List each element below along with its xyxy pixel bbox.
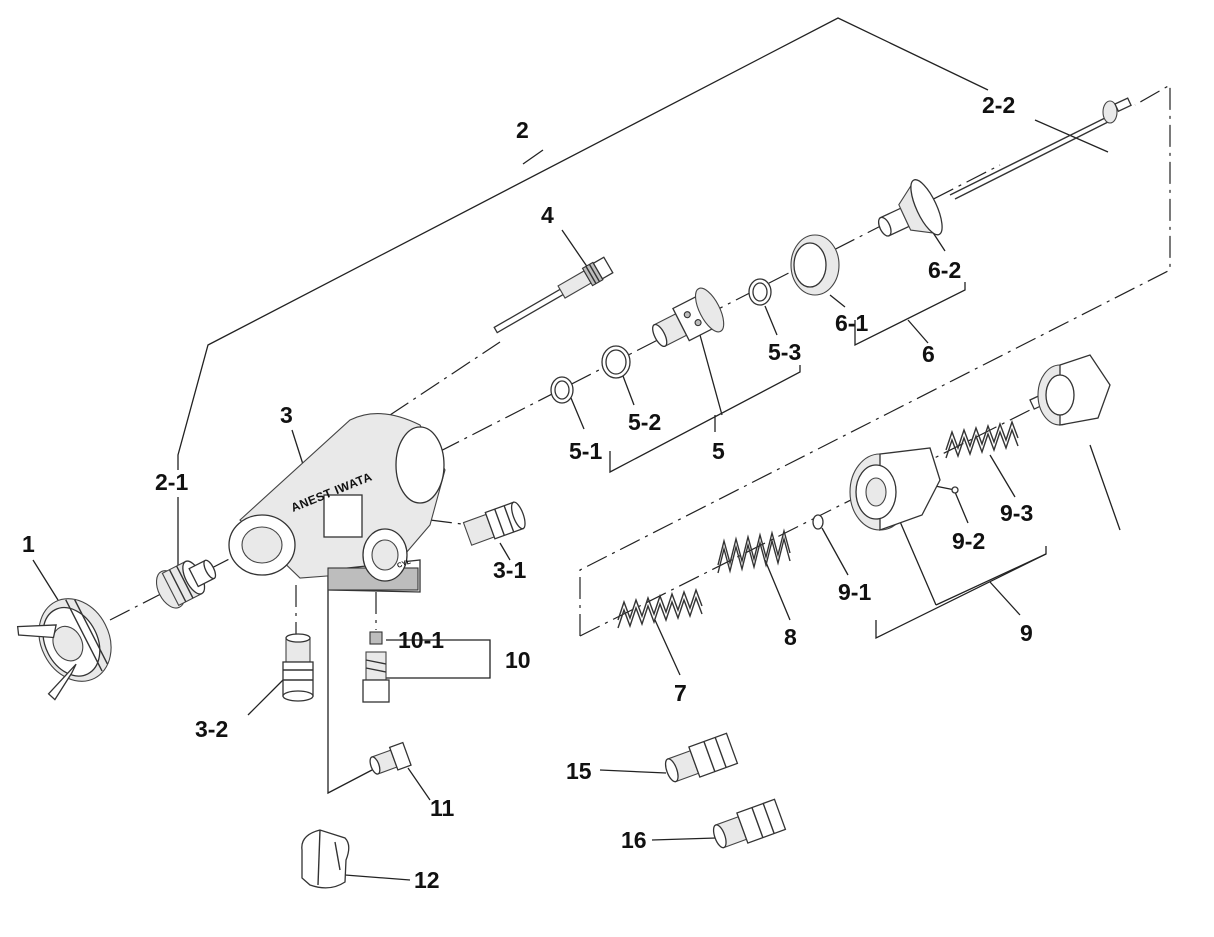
- axis-rear-frame: [579, 83, 1171, 636]
- leader-5-3: [764, 305, 778, 336]
- leader-5-c: [699, 334, 723, 416]
- part-9-2-ball: [951, 486, 959, 494]
- leader-9-3: [989, 454, 1016, 498]
- label-6: 6: [922, 341, 935, 367]
- part-9-3-spring: [945, 419, 1019, 459]
- part-9-body: [849, 447, 941, 531]
- leader-11: [407, 767, 431, 801]
- part-11-plug: [369, 741, 412, 775]
- leader-4: [561, 229, 589, 269]
- leader-9-a: [894, 509, 937, 606]
- part-5-2-oring: [601, 345, 631, 379]
- axis-needle: [389, 341, 501, 416]
- part-6-2-seat: [877, 179, 943, 237]
- label-5: 5: [712, 438, 725, 464]
- leader-5-1: [570, 397, 585, 430]
- label-3-1: 3-1: [493, 557, 526, 583]
- label-6-2: 6-2: [928, 257, 961, 283]
- leader-9: [989, 581, 1021, 616]
- guide-11: [327, 568, 373, 795]
- leader-9-2: [954, 491, 969, 524]
- bracket-group-6: [854, 282, 966, 347]
- bracket-group-10: [386, 639, 491, 679]
- leader-3-1: [499, 542, 511, 561]
- label-6-1: 6-1: [835, 310, 868, 336]
- label-9-1: 9-1: [838, 579, 871, 605]
- part-8-spring: [717, 528, 791, 574]
- axis-3-1: [429, 519, 471, 526]
- leader-9-b: [1089, 444, 1121, 531]
- label-1: 1: [22, 531, 35, 557]
- bracket-group-5: [609, 365, 801, 474]
- label-3-2: 3-2: [195, 716, 228, 742]
- leader-3-2: [247, 677, 286, 716]
- bracket-group-2: [177, 17, 989, 470]
- bracket-group-9: [875, 546, 1047, 640]
- label-9: 9: [1020, 620, 1033, 646]
- part-9-1-clip: [812, 514, 824, 530]
- label-4: 4: [541, 202, 554, 228]
- part-7-spring: [617, 587, 703, 629]
- part-6-1-ring: [790, 234, 840, 296]
- part-15-adapter: [664, 732, 739, 783]
- leader-9-1: [821, 527, 849, 576]
- label-10-1: 10-1: [398, 627, 444, 653]
- part-5-valve: [652, 287, 725, 348]
- leader-2: [522, 149, 544, 165]
- part-3-gun-body: ANEST IWATA CYL: [228, 413, 446, 593]
- label-5-3: 5-3: [768, 339, 801, 365]
- label-16: 16: [621, 827, 647, 853]
- leader-15: [599, 769, 667, 774]
- label-10: 10: [505, 647, 531, 673]
- leader-8: [764, 559, 791, 621]
- part-2-1-nozzle: [155, 559, 217, 609]
- part-9-knob: [1029, 354, 1111, 426]
- leader-7: [654, 619, 681, 676]
- part-3-2-fitting: [282, 633, 314, 702]
- leader-16: [651, 837, 717, 841]
- leader-12: [344, 874, 411, 881]
- leader-lines: [32, 17, 1121, 881]
- label-12: 12: [414, 867, 440, 893]
- leader-5-2: [622, 375, 635, 406]
- label-5-1: 5-1: [569, 438, 602, 464]
- label-7: 7: [674, 680, 687, 706]
- part-5-3-oring: [748, 278, 772, 306]
- label-8: 8: [784, 624, 797, 650]
- part-1-air-cap: [16, 598, 112, 701]
- label-9-2: 9-2: [952, 528, 985, 554]
- part-16-adapter: [712, 798, 787, 849]
- leader-9-c: [935, 553, 1047, 606]
- leader-2-2: [1034, 119, 1109, 153]
- part-10-1-pin: [369, 631, 383, 645]
- part-5-1-oring: [550, 376, 574, 404]
- body-marking: CYL: [396, 558, 412, 570]
- part-12-clip: [301, 829, 350, 889]
- label-3: 3: [280, 402, 293, 428]
- label-5-2: 5-2: [628, 409, 661, 435]
- part-2-2-needle-rod: [949, 97, 1132, 200]
- leader-6-1: [829, 294, 846, 308]
- label-2-1: 2-1: [155, 469, 188, 495]
- label-9-3: 9-3: [1000, 500, 1033, 526]
- part-4-needle: [493, 256, 614, 334]
- label-2: 2: [516, 117, 529, 143]
- part-10-screw: [362, 651, 390, 703]
- label-11: 11: [430, 795, 455, 821]
- leader-6: [907, 319, 929, 344]
- part-labels: 1 2 2-1 2-2 3 3-1 3-2 4 5 5-1 5-2 5-3 6 …: [22, 92, 1033, 893]
- label-2-2: 2-2: [982, 92, 1015, 118]
- label-15: 15: [566, 758, 592, 784]
- part-3-1-fitting: [462, 501, 526, 546]
- leader-1: [32, 559, 59, 601]
